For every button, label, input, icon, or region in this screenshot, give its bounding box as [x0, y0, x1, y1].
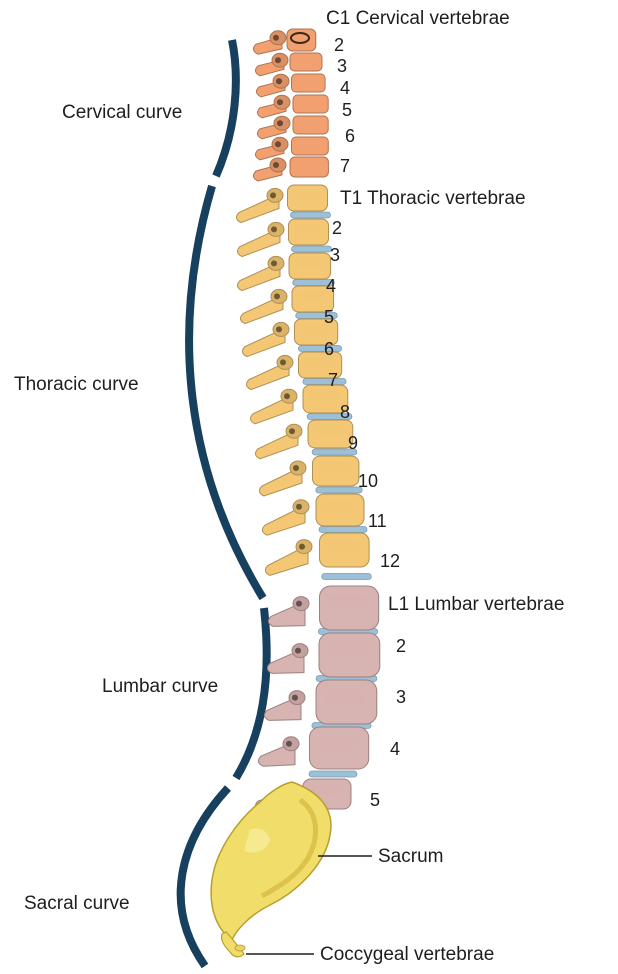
body-highlight [293, 190, 321, 199]
cervical-curve-label: Cervical curve [62, 102, 182, 123]
body-highlight [295, 161, 321, 168]
intervertebral-disc [322, 574, 372, 580]
vertebra-number-label: 8 [340, 402, 350, 422]
lumbar-vertebra [258, 727, 368, 769]
foramen-shadow [270, 192, 276, 198]
vertebra-number-label: 6 [324, 339, 334, 359]
vertebra-number-label: 10 [358, 471, 378, 491]
lumbar-curve-label: Lumbar curve [102, 676, 218, 697]
foramen-shadow [280, 359, 286, 365]
foramen-shadow [271, 226, 277, 232]
lumbar-curve-line [236, 608, 267, 778]
lumbar-vertebra [264, 680, 376, 724]
coccyx-segment [235, 945, 245, 951]
body-highlight [294, 258, 323, 267]
foramen-shadow [299, 544, 305, 550]
intervertebral-disc [298, 346, 341, 352]
body-highlight [318, 462, 350, 473]
sacrum-illustration [211, 782, 331, 957]
foramen-shadow [277, 120, 283, 126]
vertebra-number-label: 11 [368, 511, 387, 531]
foramen-shadow [289, 428, 295, 434]
sacrum-shape [211, 782, 331, 940]
foramen-shadow [274, 293, 280, 299]
vertebra-number-label: 2 [332, 218, 342, 238]
lumbar-vertebrae-title: L1 Lumbar vertebrae [388, 594, 564, 615]
cervical-vertebra [255, 53, 322, 76]
foramen-shadow [293, 465, 299, 471]
intervertebral-disc [319, 527, 367, 533]
body-highlight [317, 735, 358, 750]
body-highlight [296, 78, 319, 84]
vertebra-number-label: 4 [326, 276, 336, 296]
body-highlight [326, 540, 360, 552]
foramen-shadow [292, 695, 298, 701]
body-highlight [297, 99, 321, 105]
foramen-shadow [295, 648, 301, 654]
body-highlight [294, 57, 316, 63]
intervertebral-disc [309, 771, 357, 777]
body-highlight [322, 500, 355, 511]
foramen-shadow [275, 57, 281, 63]
body-highlight [309, 391, 340, 401]
vertebra-number-label: 4 [390, 739, 400, 759]
vertebra-number-label: 5 [342, 100, 352, 120]
foramen-shadow [273, 162, 279, 168]
intervertebral-disc [303, 379, 346, 385]
vertebra-number-label: 7 [340, 156, 350, 176]
foramen-shadow [277, 99, 283, 105]
body-highlight [296, 141, 321, 147]
thoracic-vertebra [265, 533, 369, 575]
vertebra-number-label: 5 [324, 307, 334, 327]
body-highlight [327, 595, 368, 610]
sacrum-label: Sacrum [378, 846, 443, 867]
body-highlight [297, 120, 321, 126]
body-highlight [327, 642, 369, 657]
cervical-vertebra [256, 74, 325, 97]
foramen-shadow [273, 35, 279, 41]
vertebra-number-label: 12 [380, 551, 400, 571]
vertebra-number-label: 6 [345, 126, 355, 146]
cervical-vertebra [253, 157, 328, 181]
vertebra-number-label: 5 [370, 790, 380, 810]
vertebra-number-label: 7 [328, 370, 338, 390]
body-highlight [294, 224, 322, 233]
cervical-vertebra [257, 95, 328, 118]
foramen-shadow [275, 141, 281, 147]
cervical-vertebra-numbers: 2345 6 7 [334, 35, 355, 176]
vertebra-number-label: 2 [396, 636, 406, 656]
foramen-shadow [296, 601, 302, 607]
intervertebral-disc [291, 212, 331, 218]
foramen-shadow [286, 741, 292, 747]
cervical-vertebra [257, 116, 328, 139]
lumbar-vertebra [267, 633, 379, 677]
foramen-shadow [284, 393, 290, 399]
cervical-curve-line [216, 40, 236, 176]
sacral-curve-label: Sacral curve [24, 893, 130, 914]
coccygeal-vertebrae-label: Coccygeal vertebrae [320, 944, 494, 965]
foramen-shadow [296, 504, 302, 510]
vertebra-number-label: 9 [348, 433, 358, 453]
body-highlight [314, 426, 345, 436]
intervertebral-disc [316, 487, 362, 493]
intervertebral-disc [292, 246, 332, 252]
foramen-shadow [276, 326, 282, 332]
vertebra-number-label: 4 [340, 78, 350, 98]
spine-illustration [236, 29, 379, 811]
thoracic-curve-label: Thoracic curve [14, 374, 139, 395]
foramen-shadow [276, 78, 282, 84]
foramen-shadow [271, 260, 277, 266]
vertebra-number-label: 2 [334, 35, 344, 55]
lumbar-vertebra [268, 586, 378, 630]
vertebra-number-label: 3 [337, 56, 347, 76]
vertebra-number-label: 3 [396, 687, 406, 707]
body-highlight [297, 291, 326, 300]
vertebra-number-label: 3 [330, 245, 340, 265]
thoracic-vertebrae-title: T1 Thoracic vertebrae [340, 188, 526, 209]
cervical-vertebra [255, 137, 328, 160]
cervical-vertebrae-title: C1 Cervical vertebrae [326, 8, 510, 29]
body-highlight [324, 689, 366, 704]
